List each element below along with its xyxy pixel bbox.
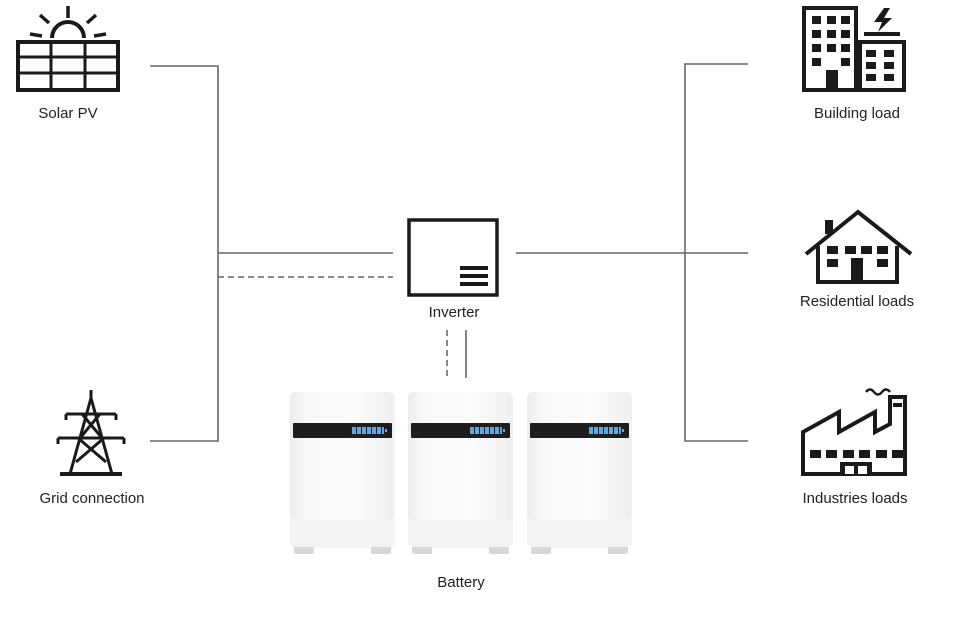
battery-level-display	[470, 427, 505, 434]
battery-display-bar	[530, 423, 629, 438]
battery-unit	[290, 392, 395, 554]
solar-pv-label: Solar PV	[38, 105, 98, 122]
battery-body	[527, 392, 632, 548]
battery-display-bar	[411, 423, 510, 438]
office-building-icon	[802, 6, 906, 92]
factory-icon	[801, 388, 907, 476]
battery-foot	[412, 547, 432, 554]
battery-label: Battery	[437, 574, 485, 591]
inverter-label: Inverter	[428, 304, 480, 321]
building-load-label: Building load	[814, 105, 900, 122]
battery-foot	[531, 547, 551, 554]
solar-panel-icon	[16, 6, 120, 92]
inverter-icon	[407, 218, 499, 297]
battery-level-display	[352, 427, 387, 434]
battery-foot	[608, 547, 628, 554]
house-icon	[804, 209, 913, 284]
industries-loads-label: Industries loads	[802, 490, 908, 507]
battery-display-bar	[293, 423, 392, 438]
battery-unit	[408, 392, 513, 554]
solar-connector	[150, 65, 219, 442]
battery-foot	[489, 547, 509, 554]
transmission-tower-icon	[56, 390, 126, 476]
loads-connector	[684, 63, 748, 442]
battery-unit	[527, 392, 632, 554]
battery-body	[290, 392, 395, 548]
battery-foot	[371, 547, 391, 554]
grid-connection-label: Grid connection	[39, 490, 145, 507]
battery-body	[408, 392, 513, 548]
residential-loads-label: Residential loads	[799, 293, 915, 310]
battery-level-display	[589, 427, 624, 434]
battery-foot	[294, 547, 314, 554]
